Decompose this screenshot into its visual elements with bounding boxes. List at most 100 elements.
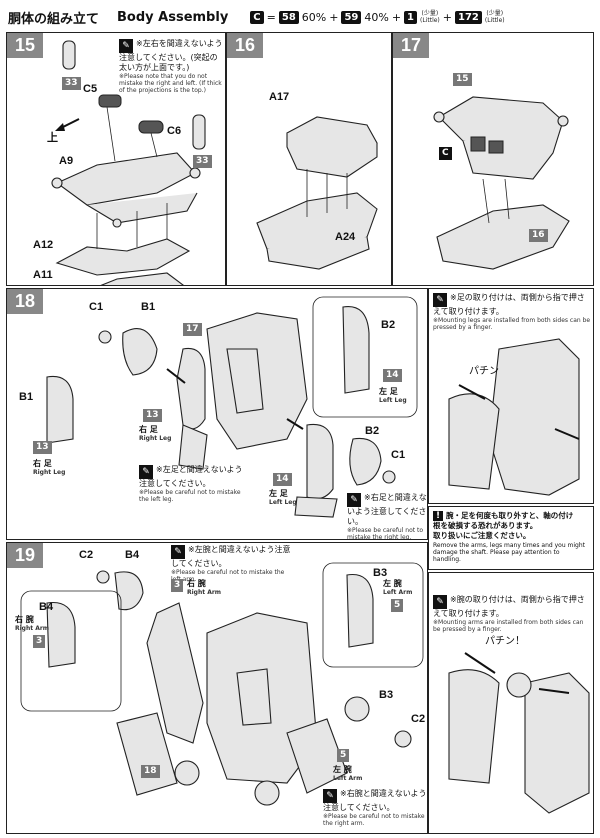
right-arm-jp-b: 右 腕: [15, 615, 34, 624]
step-18-tag-13b: 13: [143, 409, 162, 422]
step-19-tag-5a: 5: [391, 599, 404, 612]
part-b4-top-label: B4: [125, 549, 140, 561]
step-18-drawing: [46, 296, 418, 518]
warning-box: !腕・足を何度も取り外すと、軸の付け 根を破損する恐れがあります。 取り扱いにご…: [428, 506, 594, 570]
warning-en: Remove the arms, legs many times and you…: [433, 542, 586, 563]
step-15-tag-33b: 33: [193, 155, 212, 168]
step-19-number: 19: [7, 543, 44, 568]
part-a11-label: A11: [33, 269, 53, 281]
paint-brush-icon: ✎: [171, 545, 185, 559]
step-19-drawing: [20, 562, 424, 806]
left-leg-label-a: 左 足 Left Leg: [379, 387, 407, 404]
right-arm-jp-a: 右 腕: [187, 579, 206, 588]
step-19-tip-drawing: [448, 652, 590, 814]
step-19-tip-panel: ✎※腕の取り付けは、両側から指で押さえて取り付けます。 ※Mounting ar…: [428, 572, 594, 834]
step-17-drawing: [433, 96, 570, 270]
title-en: Body Assembly: [117, 9, 229, 25]
paint-a-pct: 60%: [301, 10, 327, 24]
step-17-tag-16: 16: [529, 229, 548, 242]
step-19-note-top-en: ※Please be careful not to mistake the le…: [171, 569, 285, 583]
part-a24-label: A24: [335, 231, 356, 243]
paint-brush-icon: ✎: [139, 465, 153, 479]
step-18-panel: 18 C1 B1 17 B1 13 右 足 Right Leg 13 右 足 R…: [6, 288, 428, 540]
part-c1-top-label: C1: [89, 301, 104, 313]
paint-plus-3: +: [442, 10, 452, 24]
step-19-sfx: パチン！: [485, 636, 525, 647]
paint-b-box: 59: [341, 10, 362, 24]
step-17-tag-15: 15: [453, 73, 472, 86]
step-15-number: 15: [7, 33, 44, 58]
warning-jp-2: 根を破損する恐れがあります。: [433, 521, 538, 530]
step-18-tag-14b: 14: [273, 473, 292, 486]
part-c5-label: C5: [83, 83, 98, 95]
step-15-drawing: [51, 40, 206, 285]
paint-code: C: [250, 10, 264, 24]
right-leg-en-a: Right Leg: [33, 469, 66, 476]
left-arm-jp-b: 左 腕: [333, 765, 352, 774]
up-label: 上: [47, 132, 58, 144]
warning-icon: !: [433, 511, 443, 521]
paint-brush-icon: ✎: [433, 595, 447, 609]
left-leg-jp-b: 左 足: [269, 489, 288, 498]
step-19-note-top: ✎※左腕と間違えないよう注意してください。 ※Please be careful…: [171, 545, 295, 583]
paint-d-note-en: (Little): [484, 17, 505, 24]
step-18-tip-panel: ✎※足の取り付けは、両側から指で押さえて取り付けます。 ※Mounting le…: [428, 288, 594, 504]
paint-brush-icon: ✎: [347, 493, 361, 507]
step-18-tip-en: ※Mounting legs are installed from both s…: [433, 317, 591, 331]
paint-c-note-jp: (少量): [421, 10, 439, 17]
paint-c-note-en: (Little): [420, 17, 440, 24]
step-16-number: 16: [227, 33, 264, 58]
right-arm-label-b: 右 腕 Right Arm: [15, 615, 49, 632]
paint-c-box: 1: [404, 10, 418, 24]
left-arm-label-a: 左 腕 Left Arm: [383, 579, 412, 596]
step-15-note-en: ※Please note that you do not mistake the…: [119, 73, 222, 94]
step-17-number: 17: [393, 33, 430, 58]
step-18-tag-13a: 13: [33, 441, 52, 454]
left-arm-label-b: 左 腕 Left Arm: [333, 765, 362, 782]
paint-equals: =: [266, 10, 276, 24]
part-b2-right-label: B2: [381, 319, 396, 331]
step-18-note-left-en: ※Please be careful not to mistake the le…: [139, 489, 241, 503]
paint-d-note: (少量)(Little): [485, 10, 505, 24]
paint-d-note-jp: (少量): [486, 10, 504, 17]
paint-brush-icon: ✎: [323, 789, 337, 803]
part-b2-mid-label: B2: [365, 425, 380, 437]
step-16-panel: 16 A17 A24: [226, 32, 392, 286]
step-18-tip-jp: ※足の取り付けは、両側から指で押さえて取り付けます。: [433, 293, 585, 316]
step-15-note-jp: ※左右を間違えないよう注意してください。(突起の太い方が上面です。): [119, 39, 223, 72]
step-19-tag-3a: 3: [171, 579, 184, 592]
warning-jp: !腕・足を何度も取り外すと、軸の付け 根を破損する恐れがあります。 取り扱いにご…: [433, 511, 589, 541]
paint-brush-icon: ✎: [433, 293, 447, 307]
step-19-note-bottom-en: ※Please be careful not to mistake the ri…: [323, 813, 425, 827]
warning-jp-1: 腕・足を何度も取り外すと、軸の付け: [446, 511, 574, 520]
paint-b-pct: 40%: [364, 10, 389, 24]
right-arm-en-b: Right Arm: [15, 625, 50, 632]
part-a12-label: A12: [33, 239, 54, 251]
step-18-tag-17: 17: [183, 323, 202, 336]
step-18-sfx: パチン: [469, 366, 499, 377]
part-c2-top-label: C2: [79, 549, 94, 561]
step-19-tip-jp: ※腕の取り付けは、両側から指で押さえて取り付けます。: [433, 595, 585, 618]
title-jp: 胴体の組み立て: [8, 11, 100, 27]
right-leg-label-a: 右 足 Right Leg: [33, 459, 65, 476]
part-c6-label: C6: [167, 125, 182, 137]
part-a17-label: A17: [269, 91, 290, 103]
step-18-note-left: ✎※左足と間違えないよう注意してください。 ※Please be careful…: [139, 465, 249, 503]
right-arm-label-a: 右 腕 Right Arm: [187, 579, 221, 596]
step-18-note-right-en: ※Please be careful not to mistake the ri…: [347, 527, 424, 540]
right-leg-label-b: 右 足 Right Leg: [139, 425, 171, 442]
right-arm-en-a: Right Arm: [187, 589, 222, 596]
step-17-panel: 17 15 C 16: [392, 32, 594, 286]
left-leg-en-a: Left Leg: [379, 397, 407, 404]
step-16-drawing: [256, 116, 378, 270]
paint-plus-1: +: [329, 10, 339, 24]
part-c1-mid-label: C1: [391, 449, 406, 461]
part-b1-left-label: B1: [19, 391, 34, 403]
step-18-tip-drawing: [448, 338, 580, 496]
step-19-tip-en: ※Mounting arms are installed from both s…: [433, 619, 584, 633]
left-arm-jp-a: 左 腕: [383, 579, 402, 588]
step-15-panel: 15 33 C5 C6 33 上 A9 A12 A11 ✎※左右を間違えないよう…: [6, 32, 226, 286]
paint-plus-2: +: [391, 10, 402, 24]
left-leg-en-b: Left Leg: [269, 499, 297, 506]
step-18-note-right: ✎※右足と間違えないよう注意してください。 ※Please be careful…: [347, 493, 427, 540]
